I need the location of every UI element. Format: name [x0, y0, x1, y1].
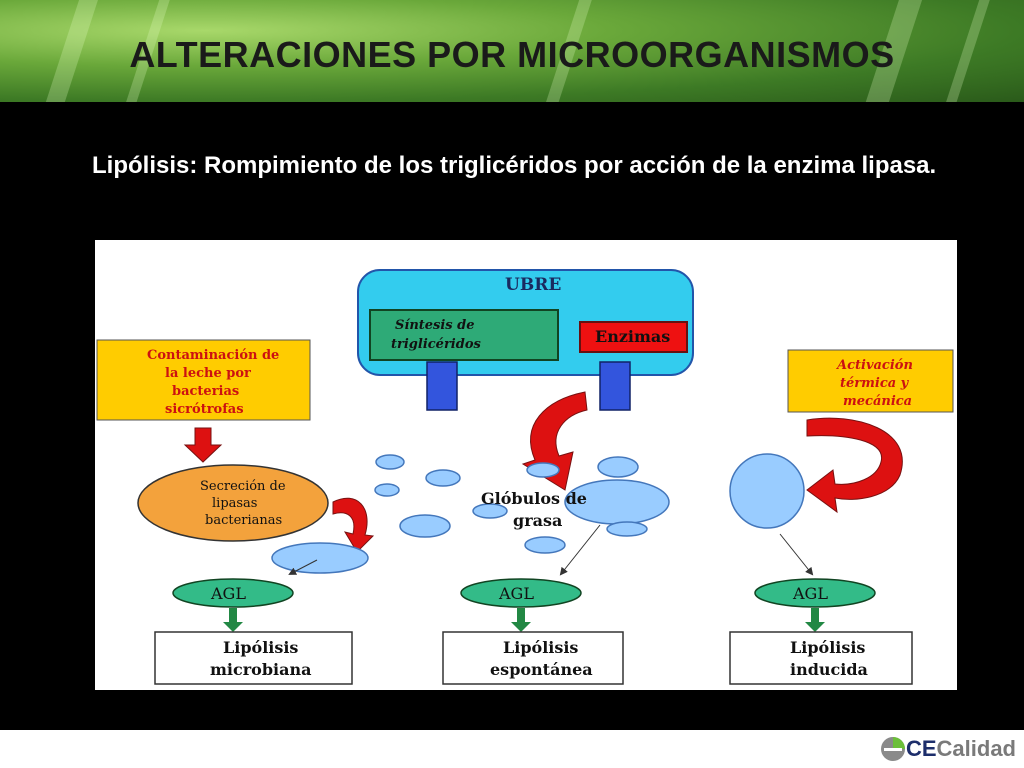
enzymes-box: Enzimas	[579, 321, 688, 353]
header-background	[0, 0, 1024, 102]
secretion-ellipse: Secreción de lipasas bacterianas	[137, 464, 329, 542]
agl-label: AGL	[792, 584, 828, 603]
agl-down-arrow-left	[223, 608, 243, 632]
secretion-line2: lipasas	[212, 496, 257, 511]
secretion-line3: bacterianas	[205, 513, 282, 528]
fat-globule	[597, 456, 639, 478]
lipolysis-diagram: UBRE Síntesis de triglicéridos Enzimas C…	[95, 240, 957, 690]
contamination-line2: la leche por	[165, 366, 251, 381]
udder-label: UBRE	[505, 275, 561, 295]
fat-globule	[375, 454, 405, 470]
contamination-line1: Contaminación de	[147, 348, 279, 363]
lipolysis-box-microbial: Lipólisis microbiana	[154, 631, 353, 685]
arrow-to-agl-left	[288, 559, 318, 575]
lipolysis-box-spontaneous: Lipólisis espontánea	[442, 631, 624, 685]
fat-globule	[374, 483, 400, 497]
secretion-line1: Secreción de	[200, 479, 286, 494]
logo-rest: Calidad	[936, 736, 1016, 761]
activation-line2: térmica y	[840, 376, 910, 391]
fat-globule	[606, 521, 648, 537]
agl-label: AGL	[498, 584, 534, 603]
contamination-box: Contaminación de la leche por bacterias …	[96, 339, 311, 421]
lipolysis-title: Lipólisis	[223, 638, 298, 657]
contamination-line3: bacterias	[172, 384, 239, 399]
contamination-down-arrow	[183, 427, 223, 463]
activation-line3: mecánica	[843, 394, 912, 409]
fat-globule	[526, 462, 560, 478]
activation-line1: Activación	[835, 358, 913, 373]
fat-globule	[524, 536, 566, 554]
agl-label: AGL	[210, 584, 246, 603]
slide-title: ALTERACIONES POR MICROORGANISMOS	[129, 34, 895, 75]
globules-label-line1: Glóbulos de	[481, 489, 587, 508]
fat-globule	[425, 469, 461, 487]
agl-ellipse-middle: AGL	[460, 578, 582, 608]
synthesis-box: Síntesis de triglicéridos	[369, 309, 559, 361]
agl-ellipse-left: AGL	[172, 578, 294, 608]
synthesis-label-line2: triglicéridos	[391, 337, 481, 352]
fat-globule	[472, 503, 508, 519]
logo-ce: CE	[905, 736, 937, 761]
lipolysis-type: inducida	[790, 660, 868, 679]
logo-icon	[880, 737, 905, 761]
fat-globule	[729, 453, 805, 529]
slide-subtitle: Lipólisis: Rompimiento de los triglicéri…	[92, 152, 937, 179]
arrow-to-agl-right	[779, 533, 814, 576]
cecalidad-logo: CECalidad	[880, 736, 1016, 762]
lipolysis-type: espontánea	[490, 660, 593, 679]
synthesis-label-line1: Síntesis de	[395, 318, 475, 333]
fat-globule	[399, 514, 451, 538]
fat-globule	[271, 542, 369, 574]
activation-curved-arrow	[806, 417, 903, 514]
agl-down-arrow-middle	[511, 608, 531, 632]
arrow-to-agl-middle	[559, 524, 601, 576]
enzymes-label: Enzimas	[595, 327, 670, 346]
agl-ellipse-right: AGL	[754, 578, 876, 608]
lipolysis-type: microbiana	[210, 660, 311, 679]
fat-globules	[271, 453, 805, 574]
udder-duct-right	[599, 361, 631, 411]
activation-box: Activación térmica y mecánica	[787, 349, 954, 413]
contamination-line4: sicrótrofas	[165, 402, 244, 417]
lipolysis-title: Lipólisis	[790, 638, 865, 657]
lipolysis-title: Lipólisis	[503, 638, 578, 657]
footer: CECalidad	[0, 730, 1024, 768]
udder-duct-left	[426, 361, 458, 411]
lipolysis-box-induced: Lipólisis inducida	[729, 631, 913, 685]
globules-label-line2: grasa	[513, 511, 562, 530]
agl-down-arrow-right	[805, 608, 825, 632]
